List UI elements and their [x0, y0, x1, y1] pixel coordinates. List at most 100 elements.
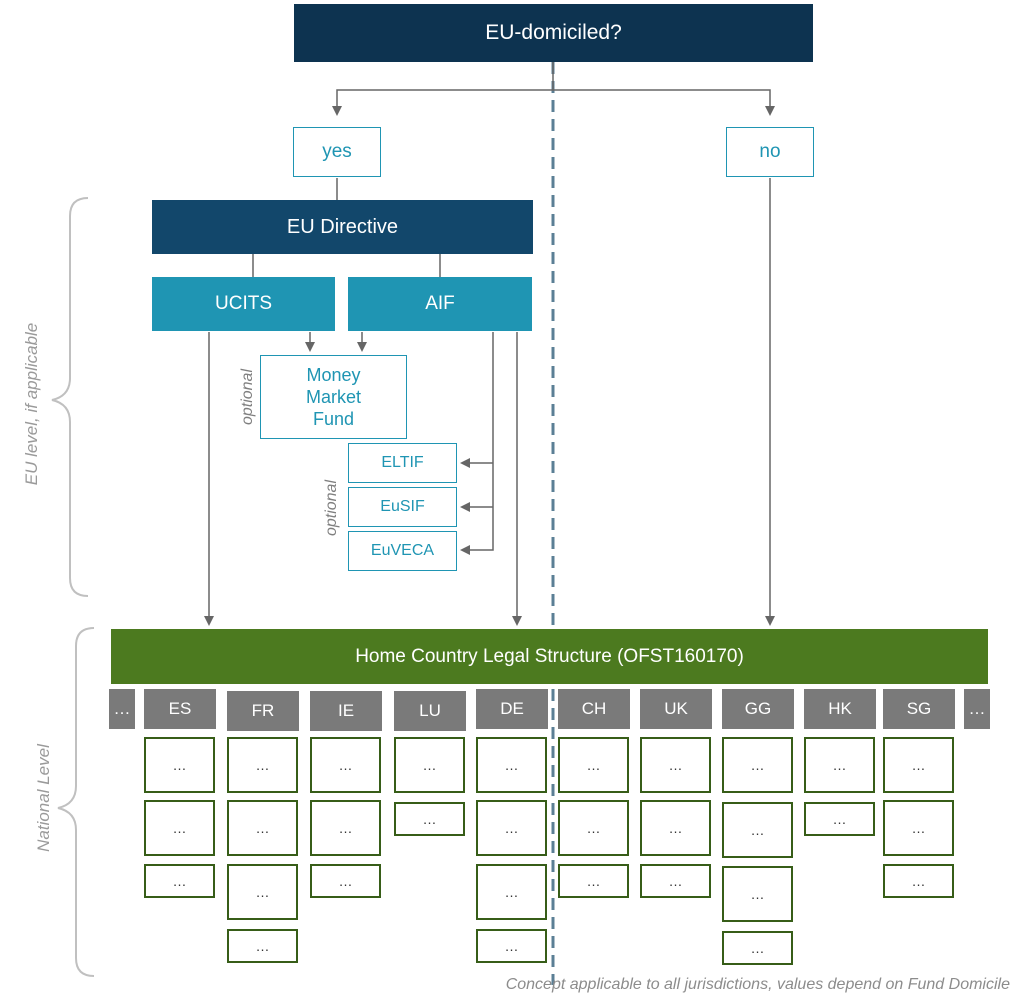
- legal-structure-cell: …: [476, 800, 547, 856]
- country-es: ES: [144, 689, 216, 729]
- national-level-brace: [57, 627, 95, 977]
- legal-structure-cell: …: [476, 929, 547, 963]
- legal-structure-cell: …: [883, 737, 954, 793]
- legal-structure-cell: …: [310, 864, 381, 898]
- country-de: DE: [476, 689, 548, 729]
- country-label: LU: [419, 701, 441, 720]
- cell-ellipsis: …: [172, 757, 187, 773]
- cell-ellipsis: …: [255, 884, 270, 900]
- country-label: IE: [337, 701, 355, 720]
- cell-ellipsis: …: [338, 757, 353, 773]
- cell-ellipsis: …: [422, 757, 437, 773]
- country-label: SG: [906, 699, 932, 718]
- country-uk: UK: [640, 689, 712, 729]
- root-to-no-line: [553, 89, 775, 116]
- mmf-optional-label: optional: [239, 368, 256, 426]
- eltif-label: ELTIF: [381, 454, 424, 471]
- products-optional-label: optional: [323, 479, 340, 537]
- eltif-box: ELTIF: [348, 443, 457, 483]
- legal-structure-cell: …: [722, 931, 793, 965]
- country-label: UK: [664, 699, 688, 718]
- legal-structure-cell: …: [144, 737, 215, 793]
- country-label: …: [968, 699, 986, 718]
- legal-structure-cell: …: [144, 864, 215, 898]
- cell-ellipsis: …: [255, 938, 270, 954]
- legal-structure-cell: …: [883, 800, 954, 856]
- cell-ellipsis: …: [586, 757, 601, 773]
- aif-to-products-line: [460, 332, 494, 555]
- legal-structure-cell: …: [804, 737, 875, 793]
- cell-ellipsis: …: [255, 757, 270, 773]
- cell-ellipsis: …: [586, 820, 601, 836]
- eu-level-side-label: EU level, if applicable: [22, 322, 41, 486]
- money-market-fund-box: Money Market Fund: [260, 355, 407, 439]
- country-more-left: …: [109, 689, 135, 729]
- home-country-label: Home Country Legal Structure (OFST160170…: [355, 645, 744, 667]
- cell-ellipsis: …: [668, 757, 683, 773]
- no-label: no: [759, 141, 781, 162]
- legal-structure-cell: …: [558, 864, 629, 898]
- eu-domiciled-question: EU-domiciled?: [294, 4, 813, 62]
- country-label: FR: [251, 701, 275, 720]
- country-label: CH: [581, 699, 607, 718]
- mmf-line-3: Fund: [312, 409, 355, 429]
- cell-ellipsis: …: [832, 811, 847, 827]
- footnote: Concept applicable to all jurisdictions,…: [505, 976, 1010, 993]
- country-fr: FR: [227, 691, 299, 731]
- legal-structure-cell: …: [476, 737, 547, 793]
- legal-structure-cell: …: [722, 802, 793, 858]
- cell-ellipsis: …: [338, 820, 353, 836]
- cell-ellipsis: …: [172, 873, 187, 889]
- country-label: GG: [744, 699, 772, 718]
- eusif-box: EuSIF: [348, 487, 457, 527]
- root-to-branches-line: [332, 62, 554, 116]
- ucits-box: UCITS: [152, 277, 335, 331]
- cell-ellipsis: …: [255, 820, 270, 836]
- national-level-side-label: National Level: [34, 744, 53, 852]
- country-sg: SG: [883, 689, 955, 729]
- yes-branch: yes: [293, 127, 381, 177]
- legal-structure-cell: …: [227, 929, 298, 963]
- legal-structure-cell: …: [227, 864, 298, 920]
- cell-ellipsis: …: [832, 757, 847, 773]
- euveca-box: EuVECA: [348, 531, 457, 571]
- country-more-right: …: [964, 689, 990, 729]
- cell-ellipsis: …: [172, 820, 187, 836]
- eu-directive-box: EU Directive: [152, 200, 533, 254]
- eusif-label: EuSIF: [380, 498, 425, 515]
- cell-ellipsis: …: [504, 757, 519, 773]
- cell-ellipsis: …: [668, 873, 683, 889]
- cell-ellipsis: …: [750, 757, 765, 773]
- cell-ellipsis: …: [586, 873, 601, 889]
- legal-structure-cell: …: [144, 800, 215, 856]
- country-label: …: [113, 699, 131, 718]
- aif-box: AIF: [348, 277, 532, 331]
- legal-structure-cell: …: [310, 800, 381, 856]
- cell-ellipsis: …: [504, 884, 519, 900]
- legal-structure-cell: …: [558, 737, 629, 793]
- home-country-legal-structure-bar: Home Country Legal Structure (OFST160170…: [111, 629, 988, 684]
- legal-structure-cell: …: [640, 864, 711, 898]
- country-ch: CH: [558, 689, 630, 729]
- cell-ellipsis: …: [911, 873, 926, 889]
- legal-structure-cell: …: [883, 864, 954, 898]
- country-label: ES: [168, 699, 192, 718]
- legal-structure-cell: …: [394, 737, 465, 793]
- mmf-line-1: Money: [306, 365, 361, 385]
- legal-structure-cell: …: [804, 802, 875, 836]
- cell-ellipsis: …: [504, 820, 519, 836]
- country-label: HK: [828, 699, 852, 718]
- legal-structure-cell: …: [722, 866, 793, 922]
- cell-ellipsis: …: [911, 820, 926, 836]
- legal-structure-cell: …: [558, 800, 629, 856]
- eu-domiciled-label: EU-domiciled?: [485, 21, 622, 44]
- cell-ellipsis: …: [750, 822, 765, 838]
- country-label: DE: [500, 699, 524, 718]
- country-gg: GG: [722, 689, 794, 729]
- yes-label: yes: [322, 141, 352, 162]
- legal-structure-cell: …: [310, 737, 381, 793]
- no-branch: no: [726, 127, 814, 177]
- legal-structure-cell: …: [476, 864, 547, 920]
